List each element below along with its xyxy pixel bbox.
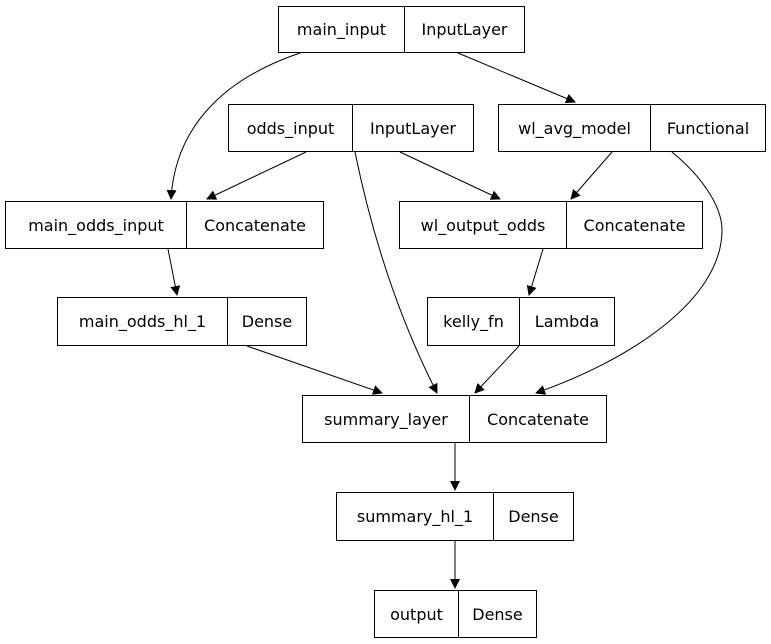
node-name: wl_avg_model [518, 118, 631, 138]
edge-main_odds_hl_1-summary_layer [246, 345, 383, 395]
node-type: Functional [650, 105, 765, 151]
edge-kelly_fn-summary_layer [474, 345, 520, 394]
node-name: main_odds_hl_1 [78, 312, 207, 331]
edge-main_input-main_odds_input [166, 52, 301, 200]
node-type: InputLayer [404, 7, 524, 52]
edge-odds_input-wl_output_odds [399, 151, 501, 200]
node-main_odds_hl_1: main_odds_hl_1 Dense [57, 297, 307, 346]
node-type: InputLayer [352, 105, 473, 151]
node-summary_hl_1: summary_hl_1 Dense [336, 492, 574, 541]
node-type: Concatenate [566, 202, 702, 248]
node-type: Dense [227, 298, 306, 345]
node-name: main_odds_input [28, 215, 164, 235]
node-name: main_input [296, 20, 387, 39]
node-type: Lambda [519, 298, 614, 345]
node-type: Dense [458, 591, 536, 637]
node-main_input: main_input InputLayer [278, 6, 525, 53]
edge-main_odds_input-main_odds_hl_1 [167, 248, 181, 296]
edge-main_input-wl_avg_model [457, 52, 576, 104]
edge-odds_input-summary_layer [354, 151, 438, 394]
node-type: Dense [493, 493, 573, 540]
node-wl_avg_model: wl_avg_model Functional [498, 104, 766, 152]
node-main_odds_input: main_odds_input Concatenate [5, 201, 324, 249]
node-type: Concatenate [186, 202, 323, 248]
edge-odds_input-main_odds_input [206, 151, 307, 200]
edge-wl_avg_model-wl_output_odds [570, 151, 613, 200]
node-name: odds_input [246, 118, 335, 138]
node-odds_input: odds_input InputLayer [228, 104, 474, 152]
node-output: output Dense [374, 590, 537, 638]
node-type: Concatenate [469, 396, 606, 442]
node-summary_layer: summary_layer Concatenate [302, 395, 607, 443]
node-kelly_fn: kelly_fn Lambda [427, 297, 615, 346]
node-name: kelly_fn [443, 312, 504, 331]
node-name: summary_hl_1 [356, 507, 474, 526]
edge-wl_avg_model-summary_layer [535, 151, 723, 395]
node-name: summary_layer [324, 409, 448, 429]
edge-wl_output_odds-kelly_fn [526, 248, 544, 296]
node-name: output [390, 604, 443, 624]
node-name: wl_output_odds [420, 215, 546, 235]
node-wl_output_odds: wl_output_odds Concatenate [399, 201, 703, 249]
